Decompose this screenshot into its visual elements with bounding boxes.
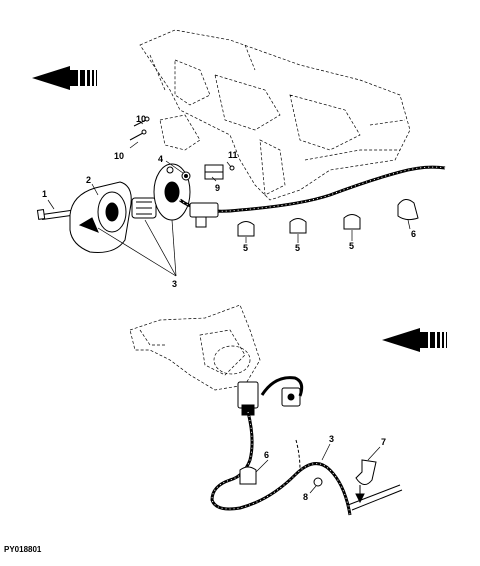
leader-lines-upper: [47, 121, 411, 277]
callout-7-lower: 7: [381, 437, 386, 447]
wire-harness-upper: [179, 165, 446, 213]
hitch-frame-outline: [129, 304, 261, 391]
screw-part-10: [129, 116, 150, 141]
callout-1: 1: [42, 189, 47, 199]
clamp-part-6: [397, 199, 419, 221]
wire-harness-lower-thin: [295, 439, 403, 511]
nut-part-8: [313, 477, 323, 487]
callout-6-upper: 6: [411, 229, 416, 239]
nut-part-4: [181, 171, 191, 181]
figure-id: PY018801: [4, 545, 42, 554]
plug-connector-lower: [237, 381, 259, 416]
callout-4: 4: [158, 154, 163, 164]
callout-8-lower: 8: [303, 492, 308, 502]
callout-5a: 5: [243, 243, 248, 253]
relay-part-9: [204, 164, 235, 180]
callout-10b: 10: [114, 151, 124, 161]
callout-10a: 10: [136, 114, 146, 124]
bracket-part-7: [355, 459, 377, 504]
ground-connector-lower: [281, 387, 301, 407]
callout-11: 11: [228, 150, 238, 160]
front-direction-arrow-icon: [32, 66, 97, 90]
callout-5c: 5: [349, 241, 354, 251]
callout-2: 2: [86, 175, 91, 185]
callout-3-lower: 3: [329, 434, 334, 444]
mounting-plate-part-3: [153, 163, 191, 221]
socket-part-2: [69, 181, 132, 253]
connector-near-plate: [189, 202, 219, 228]
clip-part-5: [237, 214, 361, 237]
callout-9: 9: [215, 183, 220, 193]
callout-6-lower: 6: [264, 450, 269, 460]
callout-5b: 5: [295, 243, 300, 253]
connector-pins: [131, 197, 157, 219]
leader-lines-lower: [255, 443, 381, 494]
wire-harness-lower: [210, 376, 352, 516]
clamp-part-6-lower: [239, 466, 257, 485]
callout-3: 3: [172, 279, 177, 289]
front-direction-arrow-icon-lower: [382, 328, 447, 352]
wire-harness-lower-corrugation: [211, 411, 351, 516]
tractor-frame-outline: [139, 29, 411, 201]
